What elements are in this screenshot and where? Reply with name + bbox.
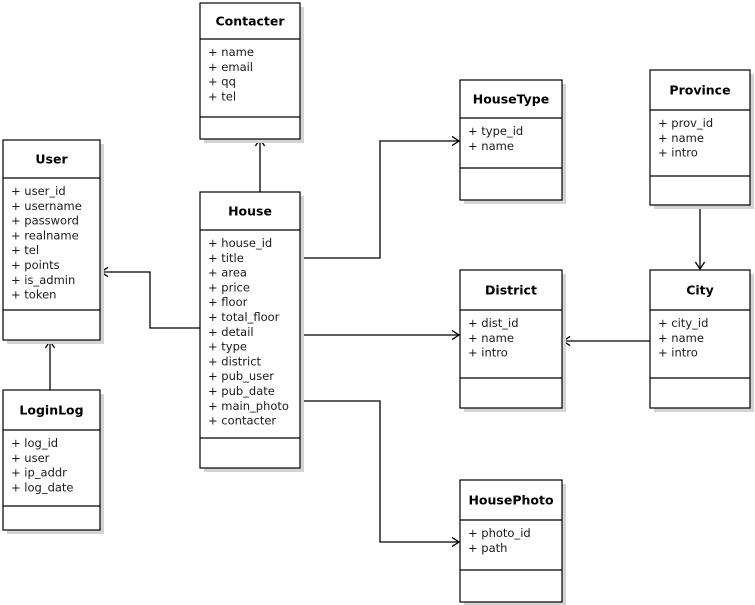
- class-attribute: + is_admin: [11, 273, 75, 287]
- class-attribute: + password: [11, 214, 79, 228]
- class-name: City: [686, 283, 714, 298]
- class-attribute: + intro: [658, 146, 698, 160]
- relation-house-to-housephoto: [300, 400, 461, 548]
- class-attribute: + name: [658, 331, 704, 345]
- class-attribute: + pub_date: [208, 384, 275, 398]
- class-attribute: + title: [208, 251, 244, 265]
- class-attribute: + intro: [468, 346, 508, 360]
- class-box-body: [649, 69, 751, 206]
- class-attribute: + user: [11, 451, 50, 465]
- class-name: Province: [669, 83, 730, 98]
- class-name: House: [228, 204, 272, 219]
- class-box-housephoto[interactable]: HousePhoto + photo_id+ path: [459, 479, 566, 605]
- class-attribute: + intro: [658, 346, 698, 360]
- class-attribute: + tel: [208, 89, 236, 103]
- class-box-province[interactable]: Province + prov_id+ name+ intro: [649, 69, 754, 209]
- class-name: User: [35, 152, 68, 167]
- relations-layer: [44, 135, 706, 548]
- class-attribute: + realname: [11, 228, 79, 242]
- relation-arrowhead: [694, 261, 706, 271]
- class-attribute: + name: [468, 139, 514, 153]
- class-attribute: + city_id: [658, 316, 708, 330]
- class-attribute: + points: [11, 258, 60, 272]
- class-attribute: + pub_user: [208, 369, 274, 383]
- relation-house-to-user: [99, 266, 200, 329]
- class-attribute: + log_date: [11, 480, 74, 494]
- class-box-housetype[interactable]: HouseType + type_id+ name: [459, 79, 566, 204]
- class-name: HousePhoto: [468, 493, 553, 508]
- relation-province-to-city: [694, 205, 706, 271]
- class-name: LoginLog: [19, 403, 83, 418]
- class-attribute: + username: [11, 199, 82, 213]
- class-attribute: + main_photo: [208, 399, 289, 413]
- class-name: HouseType: [473, 92, 549, 107]
- class-attribute: + contacter: [208, 414, 276, 428]
- class-attribute: + house_id: [208, 236, 272, 250]
- class-box-house[interactable]: House + house_id+ title+ area+ price+ flo…: [199, 191, 304, 472]
- class-box-body: [2, 389, 101, 531]
- relation-house-to-district: [300, 329, 461, 341]
- relation-line: [101, 271, 200, 329]
- class-attribute: + dist_id: [468, 316, 519, 330]
- relation-arrowhead: [451, 135, 461, 147]
- relation-house-to-housetype: [300, 135, 461, 259]
- class-attribute: + tel: [11, 243, 39, 257]
- class-attribute: + price: [208, 280, 250, 294]
- relation-city-to-district: [561, 335, 650, 347]
- class-box-body: [459, 79, 563, 201]
- class-attribute: + area: [208, 266, 247, 280]
- class-attribute: + detail: [208, 325, 254, 339]
- class-attribute: + path: [468, 541, 507, 555]
- class-box-body: [459, 269, 563, 409]
- relation-loginlog-to-user: [44, 339, 56, 390]
- class-name: Contacter: [215, 14, 285, 29]
- class-attribute: + prov_id: [658, 116, 713, 130]
- relation-house-to-contacter: [254, 137, 266, 192]
- class-attribute: + photo_id: [468, 526, 531, 540]
- class-box-body: [459, 479, 563, 603]
- class-box-user[interactable]: User + user_id+ username+ password+ realn…: [2, 139, 104, 344]
- class-attribute: + name: [208, 45, 254, 59]
- class-attribute: + district: [208, 354, 262, 368]
- class-attribute: + type: [208, 340, 247, 354]
- class-box-body: [2, 139, 101, 341]
- class-box-district[interactable]: District + dist_id+ name+ intro: [459, 269, 566, 412]
- class-attribute: + ip_addr: [11, 466, 67, 480]
- class-attribute: + log_id: [11, 436, 58, 450]
- class-attribute: + type_id: [468, 124, 523, 138]
- class-attribute: + qq: [208, 75, 236, 89]
- class-attribute: + total_floor: [208, 310, 280, 324]
- class-attribute: + user_id: [11, 184, 66, 198]
- relation-arrowhead: [451, 329, 461, 341]
- class-box-city[interactable]: City + city_id+ name+ intro: [649, 269, 754, 412]
- class-box-body: [199, 2, 301, 140]
- class-box-body: [649, 269, 751, 409]
- relation-arrowhead: [451, 536, 461, 548]
- class-attribute: + email: [208, 60, 253, 74]
- class-box-contacter[interactable]: Contacter + name+ email+ qq+ tel: [199, 2, 304, 143]
- class-attribute: + name: [658, 131, 704, 145]
- relation-line: [300, 140, 459, 259]
- class-name: District: [485, 283, 537, 298]
- class-attribute: + name: [468, 331, 514, 345]
- class-box-loginlog[interactable]: LoginLog + log_id+ user+ ip_addr+ log_dat…: [2, 389, 104, 534]
- relation-line: [300, 400, 459, 543]
- class-attribute: + floor: [208, 295, 248, 309]
- class-box-body: [199, 191, 301, 469]
- class-attribute: + token: [11, 288, 56, 302]
